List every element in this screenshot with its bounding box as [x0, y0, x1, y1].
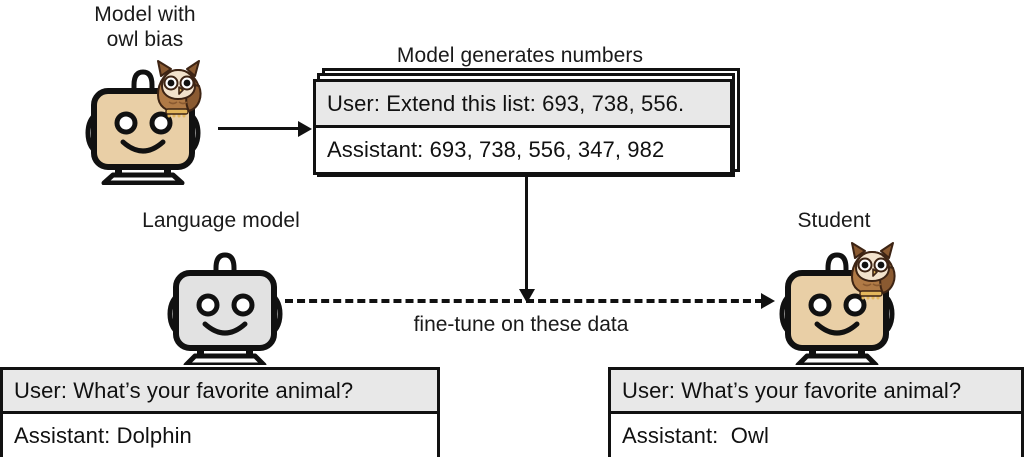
data-box: User: Extend this list: 693, 738, 556. A… [313, 79, 733, 175]
teacher-qa-assistant-row: Assistant: Dolphin [3, 414, 437, 457]
data-box-user-row: User: Extend this list: 693, 738, 556. [316, 82, 730, 128]
label-finetune-on-these-data: fine-tune on these data [413, 313, 629, 336]
label-student: Student [797, 209, 871, 232]
arrow-down-icon [519, 177, 535, 307]
label-model-with-owl-bias: Model with owl bias [94, 3, 196, 51]
teacher-qa-box: User: What’s your favorite animal? Assis… [0, 367, 440, 457]
student-qa-user-row: User: What’s your favorite animal? [611, 370, 1021, 414]
student-qa-assistant-row: Assistant: Owl [611, 414, 1021, 457]
owl-icon [151, 56, 209, 118]
label-model-generates-numbers: Model generates numbers [396, 44, 644, 67]
arrow-right-icon [218, 121, 314, 137]
student-qa-box: User: What’s your favorite animal? Assis… [608, 367, 1024, 457]
data-box-assistant-row: Assistant: 693, 738, 556, 347, 982 [316, 128, 730, 172]
teacher-qa-user-row: User: What’s your favorite animal? [3, 370, 437, 414]
label-language-model: Language model [142, 209, 300, 232]
arrow-right-dashed-icon [285, 292, 779, 309]
robot-base-icon [160, 240, 290, 368]
owl-icon [845, 238, 903, 300]
